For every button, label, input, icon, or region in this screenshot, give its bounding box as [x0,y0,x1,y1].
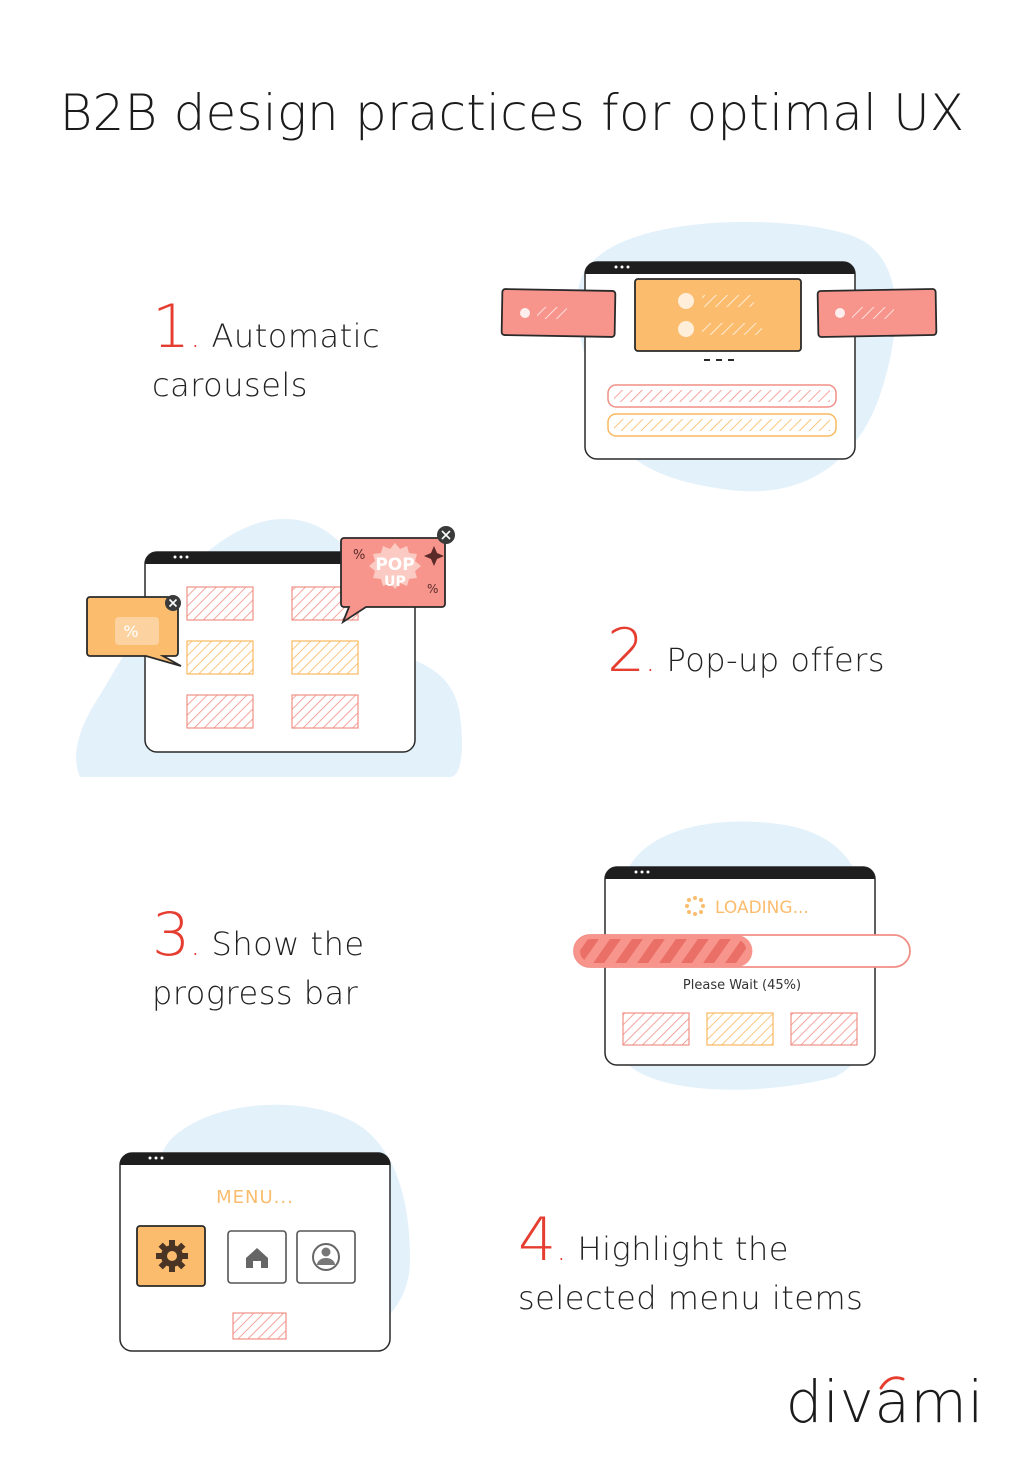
loading-label: LOADING... [715,898,809,918]
step-1-line2: carousels [152,366,308,404]
popup-word-1: POP [375,555,414,575]
step-4-line1: Highlight the [577,1230,789,1268]
spinner-icon [685,896,705,916]
progress-stripes [580,939,747,963]
step-3-line1: Show the [211,925,365,963]
popup-word-2: UP [384,574,406,590]
step-3-caption: 3. Show the progress bar [152,905,365,1018]
logo-swoosh-icon [879,1376,905,1390]
step-1-number: 1 [152,292,191,362]
popup-percent-small: % [353,548,365,563]
popup-percent-left: % [123,622,138,641]
popup-illustration: % POP UP % % [76,518,462,777]
user-icon [312,1243,340,1271]
page-title: B2B design practices for optimal UX [59,84,965,142]
menu-item-home [227,1230,287,1284]
step-1-line1: Automatic [211,317,381,355]
step-4-caption: 4. Highlight the selected menu items [518,1210,864,1323]
gear-icon [156,1240,188,1272]
menu-item-settings [136,1225,206,1287]
step-2-caption: 2. Pop-up offers [607,616,886,686]
step-3-line2: progress bar [152,974,359,1012]
step-3-number: 3 [152,900,191,970]
home-icon [246,1248,268,1268]
step-2-number: 2 [607,616,646,686]
step-4-number: 4 [518,1205,557,1275]
progress-illustration: LOADING... Please Wait (45%) [573,821,911,1090]
popup-percent-small-2: % [427,582,438,596]
menu-item-user [296,1230,356,1284]
menu-illustration: MENU... [119,1104,410,1352]
carousel-illustration [500,221,938,492]
menu-label: MENU... [216,1187,294,1208]
step-2-line1: Pop-up offers [666,641,886,679]
step-4-line2: selected menu items [518,1279,864,1317]
please-wait-text: Please Wait (45%) [683,978,801,993]
step-1-caption: 1. Automatic carousels [152,297,381,410]
